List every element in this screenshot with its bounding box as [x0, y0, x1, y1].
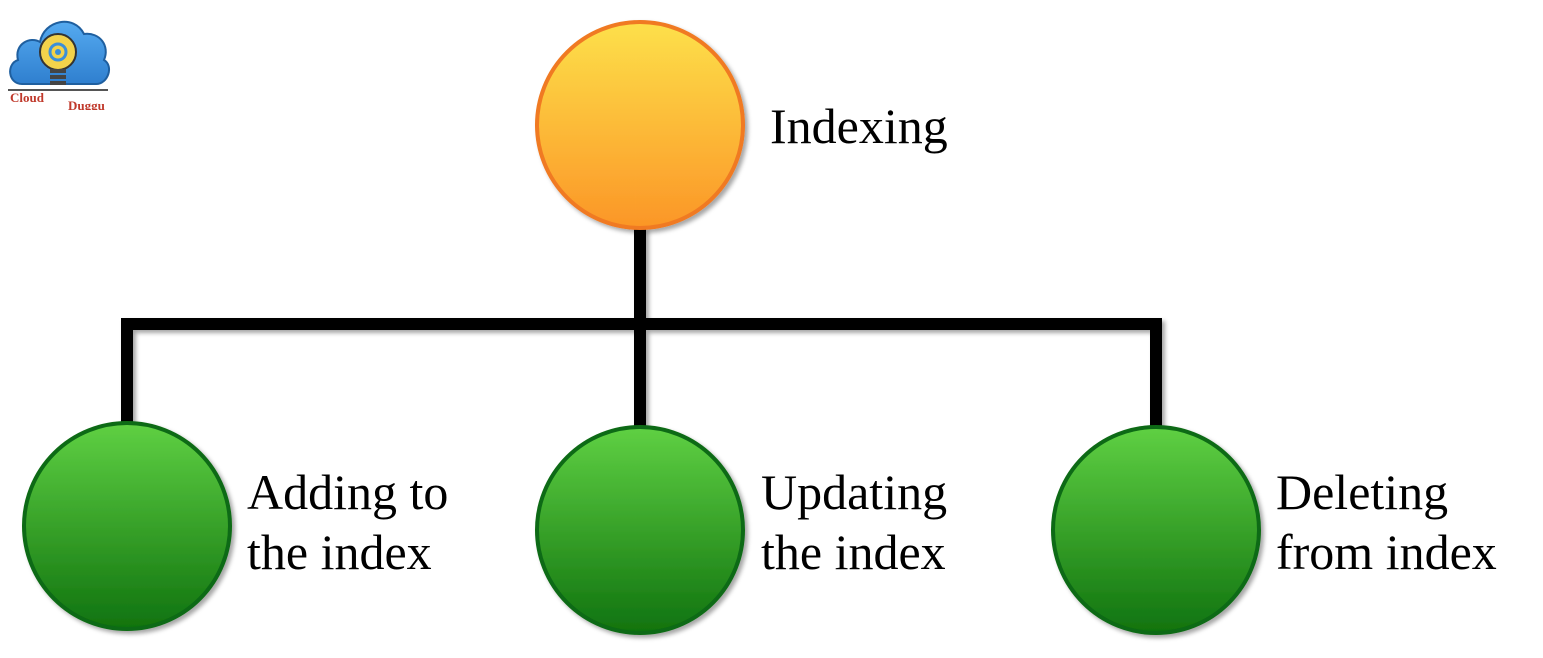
logo-text-left: Cloud	[10, 90, 45, 105]
child-node-label-updating: Updating the index	[761, 462, 947, 582]
connectors	[121, 228, 1162, 428]
child-node-circle	[535, 425, 745, 635]
child-label-line: from index	[1276, 524, 1497, 580]
child-node-circle	[22, 421, 232, 631]
root-label-text: Indexing	[770, 98, 948, 154]
child-label-line: Adding to	[247, 464, 449, 520]
root-node-label: Indexing	[770, 96, 948, 156]
child-node-circle	[1051, 425, 1261, 635]
root-node-circle	[535, 20, 745, 230]
child-node-label-adding: Adding to the index	[247, 462, 448, 582]
child-label-line: the index	[247, 524, 432, 580]
child-label-line: the index	[761, 524, 946, 580]
logo-text-right: Duggu	[68, 98, 105, 110]
child-node-label-deleting: Deleting from index	[1276, 462, 1497, 582]
child-label-line: Updating	[761, 464, 948, 520]
child-label-line: Deleting	[1276, 464, 1449, 520]
cloudduggu-logo-icon: Cloud Duggu	[8, 20, 111, 110]
